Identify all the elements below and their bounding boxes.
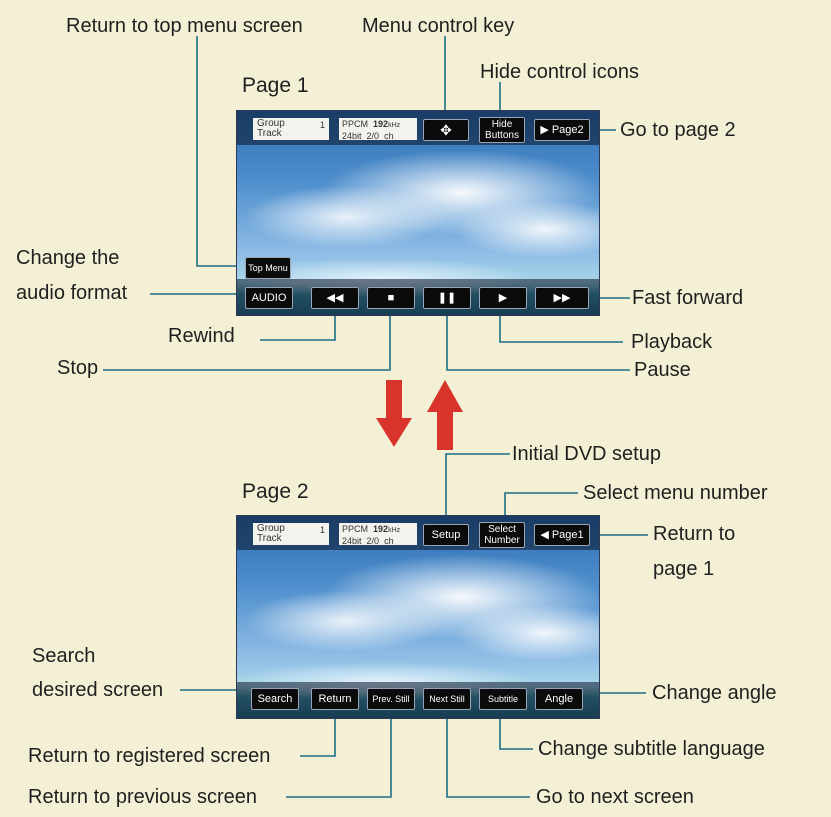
- next-still-button[interactable]: Next Still: [423, 688, 471, 710]
- label-change-audio-1: Change the: [16, 247, 120, 269]
- pause-button[interactable]: ❚❚: [423, 287, 471, 309]
- ch-label-2: ch: [384, 536, 394, 546]
- down-arrow-icon: [376, 380, 412, 447]
- switch-arrows: [376, 380, 463, 450]
- return-button[interactable]: Return: [311, 688, 359, 710]
- leader-prev-still: [286, 703, 392, 798]
- stop-icon: ■: [387, 291, 395, 304]
- search-button[interactable]: Search: [251, 688, 299, 710]
- label-change-audio-2: audio format: [16, 282, 128, 304]
- screen-page1: Group Track 1 PPCM 192kHz 24bit 2/0 ch ✥…: [236, 110, 600, 316]
- fast-forward-button[interactable]: ▶▶: [535, 287, 589, 309]
- leader-rewind: [260, 306, 336, 341]
- group-track-display: Group Track 1: [253, 118, 329, 140]
- page1-button-label: Page1: [551, 528, 584, 541]
- group-count-2: 1: [319, 525, 325, 535]
- top-menu-button[interactable]: Top Menu: [245, 257, 291, 279]
- label-stop: Stop: [57, 357, 99, 379]
- select-number-button[interactable]: Select Number: [479, 522, 525, 548]
- label-search-1: Search: [32, 645, 96, 667]
- format-label: PPCM: [342, 119, 369, 129]
- leader-playback: [499, 306, 623, 343]
- group-count: 1: [319, 120, 325, 130]
- label-return-registered: Return to registered screen: [28, 745, 271, 767]
- page2-button[interactable]: ▶ Page2: [534, 119, 590, 141]
- label-go-next: Go to next screen: [536, 786, 694, 808]
- ch-label: ch: [384, 131, 394, 141]
- label-change-angle: Change angle: [652, 682, 777, 704]
- leader-select-number: [504, 492, 578, 522]
- rewind-icon: ◀◀: [326, 291, 344, 304]
- group-label: Group: [257, 118, 285, 129]
- channels-label: 2/0: [366, 131, 380, 141]
- group-track-display-2: Group Track 1: [253, 523, 329, 545]
- angle-button[interactable]: Angle: [535, 688, 583, 710]
- rewind-button[interactable]: ◀◀: [311, 287, 359, 309]
- subtitle-button[interactable]: Subtitle: [479, 688, 527, 710]
- prev-still-button[interactable]: Prev. Still: [367, 688, 415, 710]
- label-initial-dvd-setup: Initial DVD setup: [512, 443, 661, 465]
- fast-forward-icon: ▶▶: [553, 291, 571, 304]
- four-way-arrow-icon: ✥: [440, 121, 452, 138]
- label-change-subtitle: Change subtitle language: [538, 738, 765, 760]
- leader-next-still: [446, 703, 530, 798]
- leader-return: [300, 703, 336, 757]
- page2-button-label: Page2: [551, 123, 584, 136]
- rate-unit: kHz: [388, 122, 401, 129]
- audio-button[interactable]: AUDIO: [245, 287, 293, 309]
- play-button[interactable]: ▶: [479, 287, 527, 309]
- page1-title: Page 1: [242, 74, 309, 97]
- chevron-right-icon: ▶: [540, 123, 552, 136]
- label-return-page1-1: Return to: [653, 523, 736, 545]
- rate-label: 192: [373, 119, 389, 129]
- label-return-top-menu: Return to top menu screen: [66, 15, 303, 37]
- label-pause: Pause: [634, 359, 691, 381]
- channels-label-2: 2/0: [366, 536, 380, 546]
- menu-control-key-button[interactable]: ✥: [423, 119, 469, 141]
- leader-top-menu: [196, 36, 244, 267]
- label-rewind: Rewind: [168, 325, 235, 347]
- leader-stop: [103, 306, 391, 371]
- screen-page2: Group Track 1 PPCM 192kHz 24bit 2/0 ch S…: [236, 515, 600, 719]
- label-menu-control-key: Menu control key: [362, 15, 515, 37]
- rate-unit-2: kHz: [388, 527, 401, 534]
- label-playback: Playback: [631, 331, 713, 353]
- format-label-2: PPCM: [342, 524, 369, 534]
- up-arrow-icon: [427, 380, 463, 450]
- group-label-2: Group: [257, 523, 285, 534]
- label-search-2: desired screen: [32, 679, 164, 701]
- hide-buttons-button[interactable]: Hide Buttons: [479, 117, 525, 143]
- label-fast-forward: Fast forward: [632, 287, 744, 309]
- pause-icon: ❚❚: [437, 291, 457, 304]
- audio-info-display-2: PPCM 192kHz 24bit 2/0 ch: [339, 523, 417, 546]
- page2-title: Page 2: [242, 480, 309, 503]
- play-icon: ▶: [498, 291, 508, 304]
- leader-setup: [445, 453, 510, 522]
- label-return-page1-2: page 1: [653, 558, 715, 580]
- page1-button[interactable]: ◀ Page1: [534, 524, 590, 546]
- bits-label: 24bit: [342, 131, 362, 141]
- rate-label-2: 192: [373, 524, 389, 534]
- setup-button[interactable]: Setup: [423, 524, 469, 546]
- label-return-previous: Return to previous screen: [28, 786, 258, 808]
- leader-pause: [446, 306, 630, 371]
- track-label: Track: [257, 128, 282, 139]
- label-hide-control-icons: Hide control icons: [480, 61, 639, 83]
- audio-info-display: PPCM 192kHz 24bit 2/0 ch: [339, 118, 417, 141]
- bits-label-2: 24bit: [342, 536, 362, 546]
- label-select-menu-number: Select menu number: [583, 482, 768, 504]
- chevron-left-icon: ◀: [540, 528, 552, 541]
- label-go-to-page2: Go to page 2: [620, 119, 736, 141]
- track-label-2: Track: [257, 533, 282, 544]
- stop-button[interactable]: ■: [367, 287, 415, 309]
